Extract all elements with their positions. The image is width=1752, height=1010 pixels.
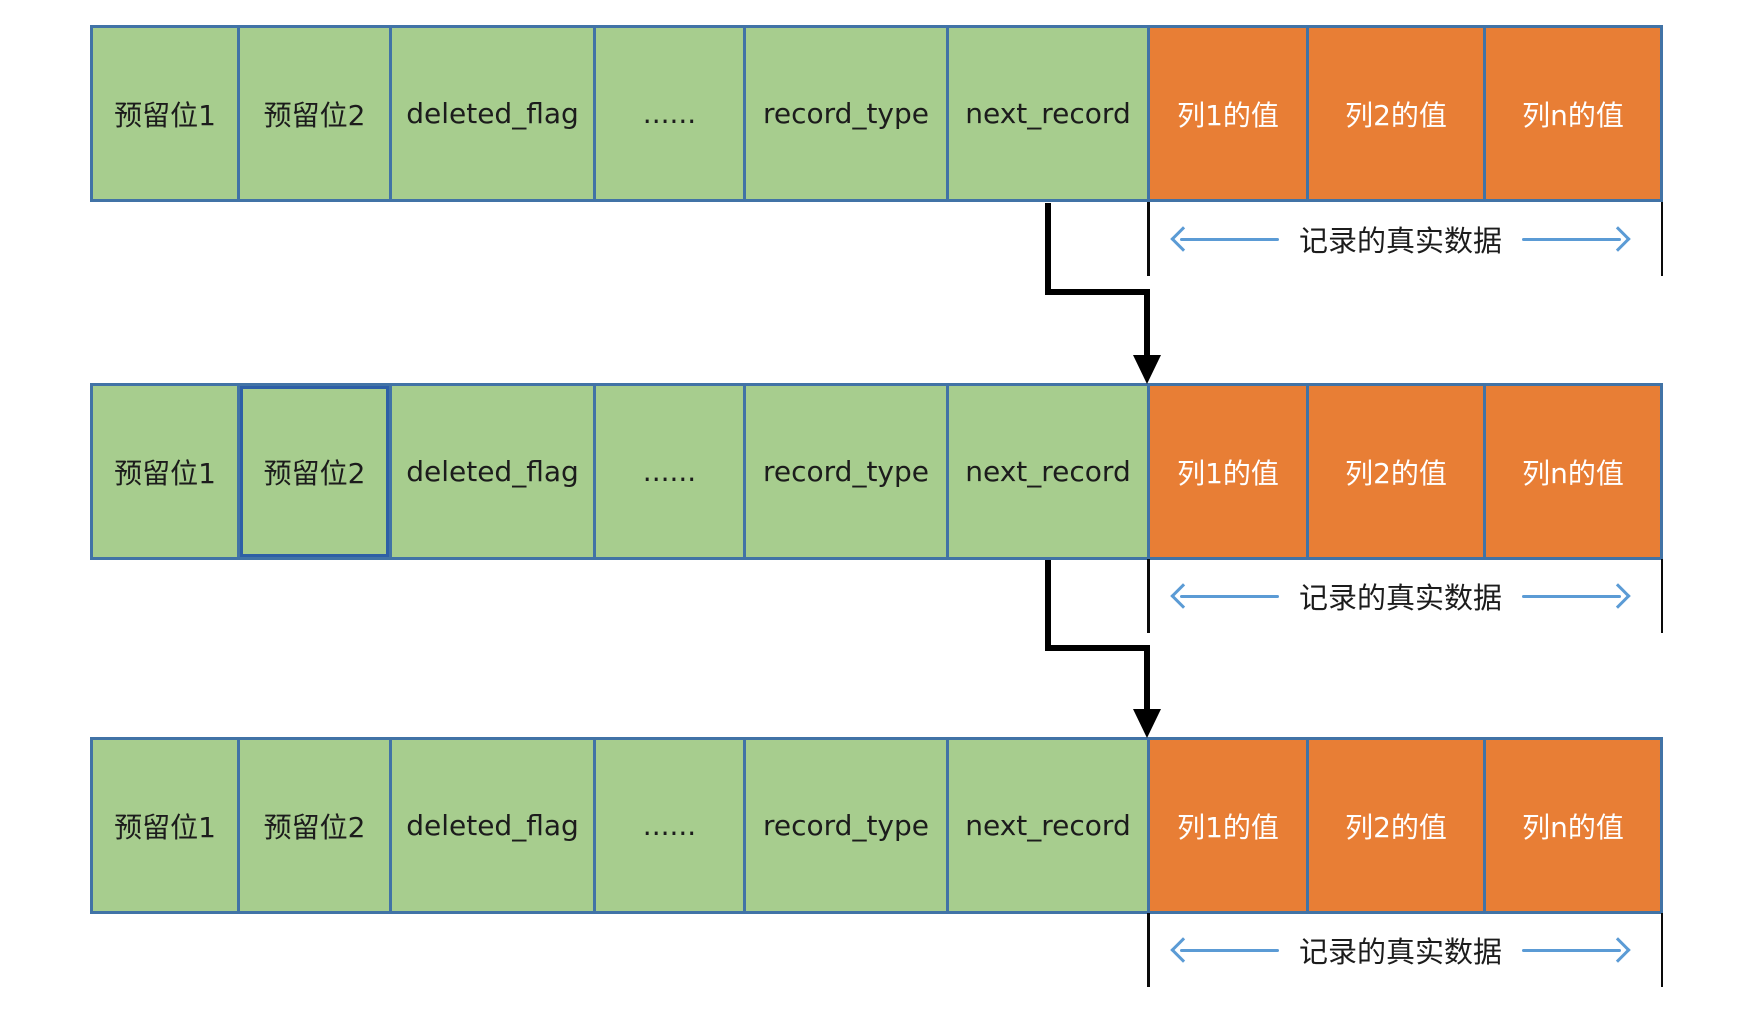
cell-ellipsis: ...... xyxy=(596,28,746,199)
cell-reserved1: 预留位1 xyxy=(93,740,240,911)
cell-reserved2: 预留位2 xyxy=(240,740,392,911)
cell-next-record: next_record xyxy=(949,28,1150,199)
cell-next-record: next_record xyxy=(949,740,1150,911)
real-data-annotation-3: 记录的真实数据 xyxy=(1147,913,1663,987)
cell-col1-value: 列1的值 xyxy=(1150,386,1309,557)
cell-coln-value: 列n的值 xyxy=(1486,386,1660,557)
arrow-down-icon xyxy=(1133,355,1161,384)
cell-record-type: record_type xyxy=(746,386,949,557)
cell-ellipsis: ...... xyxy=(596,386,746,557)
arrow-left-icon xyxy=(1170,937,1196,963)
arrow-left-icon xyxy=(1170,583,1196,609)
arrow-line-left xyxy=(1180,237,1279,241)
arrow-line-left xyxy=(1180,594,1279,598)
cell-col2-value: 列2的值 xyxy=(1309,386,1486,557)
cell-col1-value: 列1的值 xyxy=(1150,28,1309,199)
real-data-annotation-1: 记录的真实数据 xyxy=(1147,202,1663,276)
annotation-label: 记录的真实数据 xyxy=(1299,935,1503,969)
cell-ellipsis: ...... xyxy=(596,740,746,911)
next-record-arrow-1 xyxy=(1045,203,1161,384)
cell-next-record: next_record xyxy=(949,386,1150,557)
cell-reserved1: 预留位1 xyxy=(93,28,240,199)
cell-deleted-flag: deleted_flag xyxy=(392,740,596,911)
cell-coln-value: 列n的值 xyxy=(1486,740,1660,911)
cell-coln-value: 列n的值 xyxy=(1486,28,1660,199)
arrow-right-icon xyxy=(1605,937,1631,963)
arrow-line-right xyxy=(1522,594,1622,598)
real-data-annotation-2: 记录的真实数据 xyxy=(1147,559,1663,633)
arrow-left-icon xyxy=(1170,226,1196,252)
cell-record-type: record_type xyxy=(746,740,949,911)
annotation-label: 记录的真实数据 xyxy=(1299,581,1503,615)
cell-deleted-flag: deleted_flag xyxy=(392,386,596,557)
cell-col1-value: 列1的值 xyxy=(1150,740,1309,911)
record-row-1: 预留位1 预留位2 deleted_flag ...... record_typ… xyxy=(90,25,1663,202)
arrow-right-icon xyxy=(1605,226,1631,252)
cell-reserved2: 预留位2 xyxy=(240,386,392,557)
next-record-arrow-2 xyxy=(1045,560,1161,738)
cell-col2-value: 列2的值 xyxy=(1309,28,1486,199)
arrow-line-right xyxy=(1522,237,1622,241)
cell-record-type: record_type xyxy=(746,28,949,199)
record-row-2: 预留位1 预留位2 deleted_flag ...... record_typ… xyxy=(90,383,1663,560)
cell-reserved2: 预留位2 xyxy=(240,28,392,199)
cell-deleted-flag: deleted_flag xyxy=(392,28,596,199)
arrow-line-left xyxy=(1180,948,1279,952)
record-row-3: 预留位1 预留位2 deleted_flag ...... record_typ… xyxy=(90,737,1663,914)
annotation-label: 记录的真实数据 xyxy=(1299,224,1503,258)
arrow-down-icon xyxy=(1133,709,1161,738)
cell-col2-value: 列2的值 xyxy=(1309,740,1486,911)
cell-reserved1: 预留位1 xyxy=(93,386,240,557)
arrow-line-right xyxy=(1522,948,1622,952)
arrow-right-icon xyxy=(1605,583,1631,609)
